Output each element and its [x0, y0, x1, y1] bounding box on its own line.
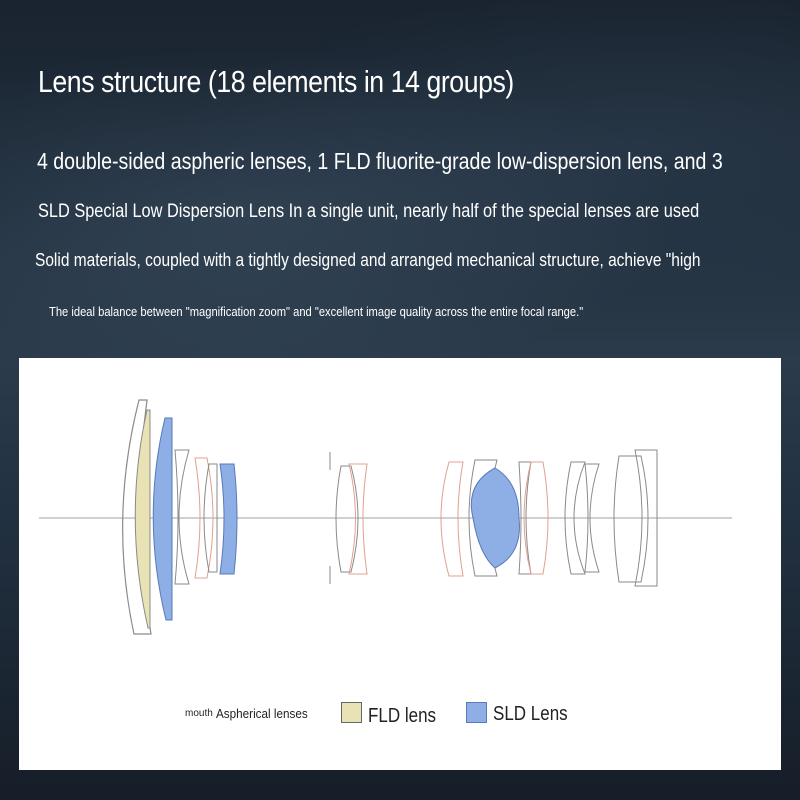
lens-diagram-panel: mouth Aspherical lenses FLD lens SLD Len…: [19, 358, 781, 770]
lens-element-sld-3: [470, 467, 520, 569]
lens-diagram: [39, 399, 732, 635]
lens-element-7: [564, 461, 586, 575]
lens-element-2: [174, 449, 190, 585]
lens-element-8: [584, 463, 600, 573]
description-line-3: Solid materials, coupled with a tightly …: [35, 250, 701, 270]
description-line-2: SLD Special Low Dispersion Lens In a sin…: [38, 201, 700, 222]
lens-element-fld: [134, 409, 151, 629]
lens-element-9: [613, 455, 649, 583]
lens-element-asph-3: [440, 461, 464, 577]
lens-element-10: [634, 449, 658, 587]
lens-element-sld-1: [152, 417, 173, 621]
lens-element-3: [203, 463, 218, 573]
lens-element-asph-4: [523, 461, 549, 575]
lens-element-asph-2: [348, 463, 368, 575]
description-line-4: The ideal balance between "magnification…: [49, 304, 584, 319]
lens-element-asph-1: [194, 457, 214, 579]
background-haze: [0, 0, 800, 360]
lens-element-sld-2: [219, 463, 238, 575]
page-title: Lens structure (18 elements in 14 groups…: [38, 64, 514, 99]
lens-element-4: [335, 465, 359, 573]
description-line-1: 4 double-sided aspheric lenses, 1 FLD fl…: [37, 148, 723, 174]
